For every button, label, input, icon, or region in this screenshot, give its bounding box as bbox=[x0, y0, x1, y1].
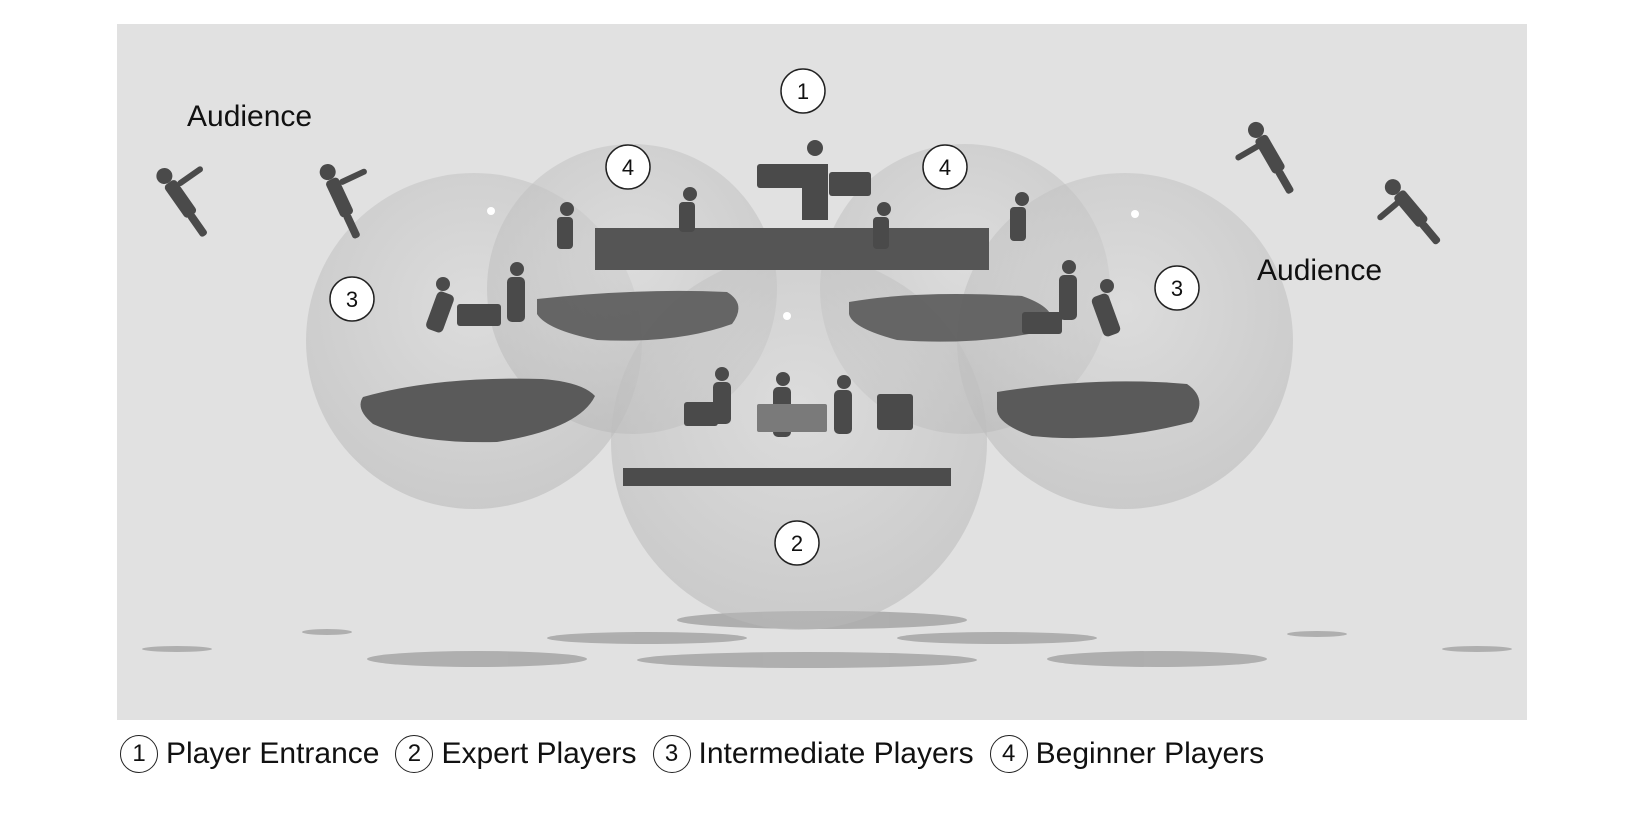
audience-label-left: Audience bbox=[187, 100, 312, 133]
svg-text:3: 3 bbox=[1171, 276, 1183, 301]
legend-item-entrance: 1 Player Entrance bbox=[120, 735, 379, 773]
platform-entrance-bar bbox=[595, 228, 989, 270]
player-figures bbox=[156, 121, 1441, 437]
legend-label: Beginner Players bbox=[1035, 737, 1265, 770]
audience-figure bbox=[156, 166, 207, 237]
zone-legend: 1 Player Entrance 2 Expert Players 3 Int… bbox=[120, 728, 1540, 780]
svg-text:3: 3 bbox=[346, 287, 358, 312]
zone-badge-intermediate-right: 3 bbox=[1154, 265, 1200, 311]
legend-number: 2 bbox=[395, 735, 434, 773]
legend-label: Intermediate Players bbox=[698, 737, 974, 770]
zone-spheres bbox=[306, 144, 1293, 630]
platform-intermediate-right bbox=[997, 381, 1200, 439]
zone-badge-expert: 2 bbox=[774, 520, 820, 566]
sphere-highlights bbox=[487, 207, 1139, 320]
zone-badge-entrance: 1 bbox=[780, 68, 826, 114]
zone-badge-beginner-right: 4 bbox=[922, 144, 968, 190]
svg-text:1: 1 bbox=[797, 79, 809, 104]
legend-number: 1 bbox=[120, 735, 158, 773]
zone-badge-beginner-left: 4 bbox=[605, 144, 651, 190]
svg-text:2: 2 bbox=[791, 531, 803, 556]
sphere-intermediate-right bbox=[957, 173, 1293, 509]
arena-scene: Audience Audience 1 4 4 3 3 2 bbox=[117, 24, 1527, 720]
legend-number: 4 bbox=[989, 735, 1028, 773]
legend-item-expert: 2 Expert Players bbox=[395, 735, 637, 773]
platform-beginner-right bbox=[849, 294, 1053, 342]
sphere-expert bbox=[611, 254, 987, 630]
audience-figure bbox=[319, 164, 367, 239]
audience-figure bbox=[1235, 121, 1294, 194]
legend-label: Expert Players bbox=[441, 737, 637, 770]
svg-text:4: 4 bbox=[939, 155, 951, 180]
platform-expert bbox=[623, 468, 951, 486]
platform-beginner-left bbox=[537, 290, 739, 341]
zone-badge-intermediate-left: 3 bbox=[329, 276, 375, 322]
svg-text:4: 4 bbox=[622, 155, 634, 180]
legend-number: 3 bbox=[652, 735, 691, 773]
audience-label-right: Audience bbox=[1257, 254, 1382, 287]
legend-item-intermediate: 3 Intermediate Players bbox=[652, 735, 974, 773]
legend-label: Player Entrance bbox=[166, 737, 380, 770]
audience-figure bbox=[1377, 179, 1441, 245]
legend-item-beginner: 4 Beginner Players bbox=[989, 735, 1265, 773]
platforms bbox=[360, 228, 1200, 486]
platform-intermediate-left bbox=[360, 378, 595, 443]
